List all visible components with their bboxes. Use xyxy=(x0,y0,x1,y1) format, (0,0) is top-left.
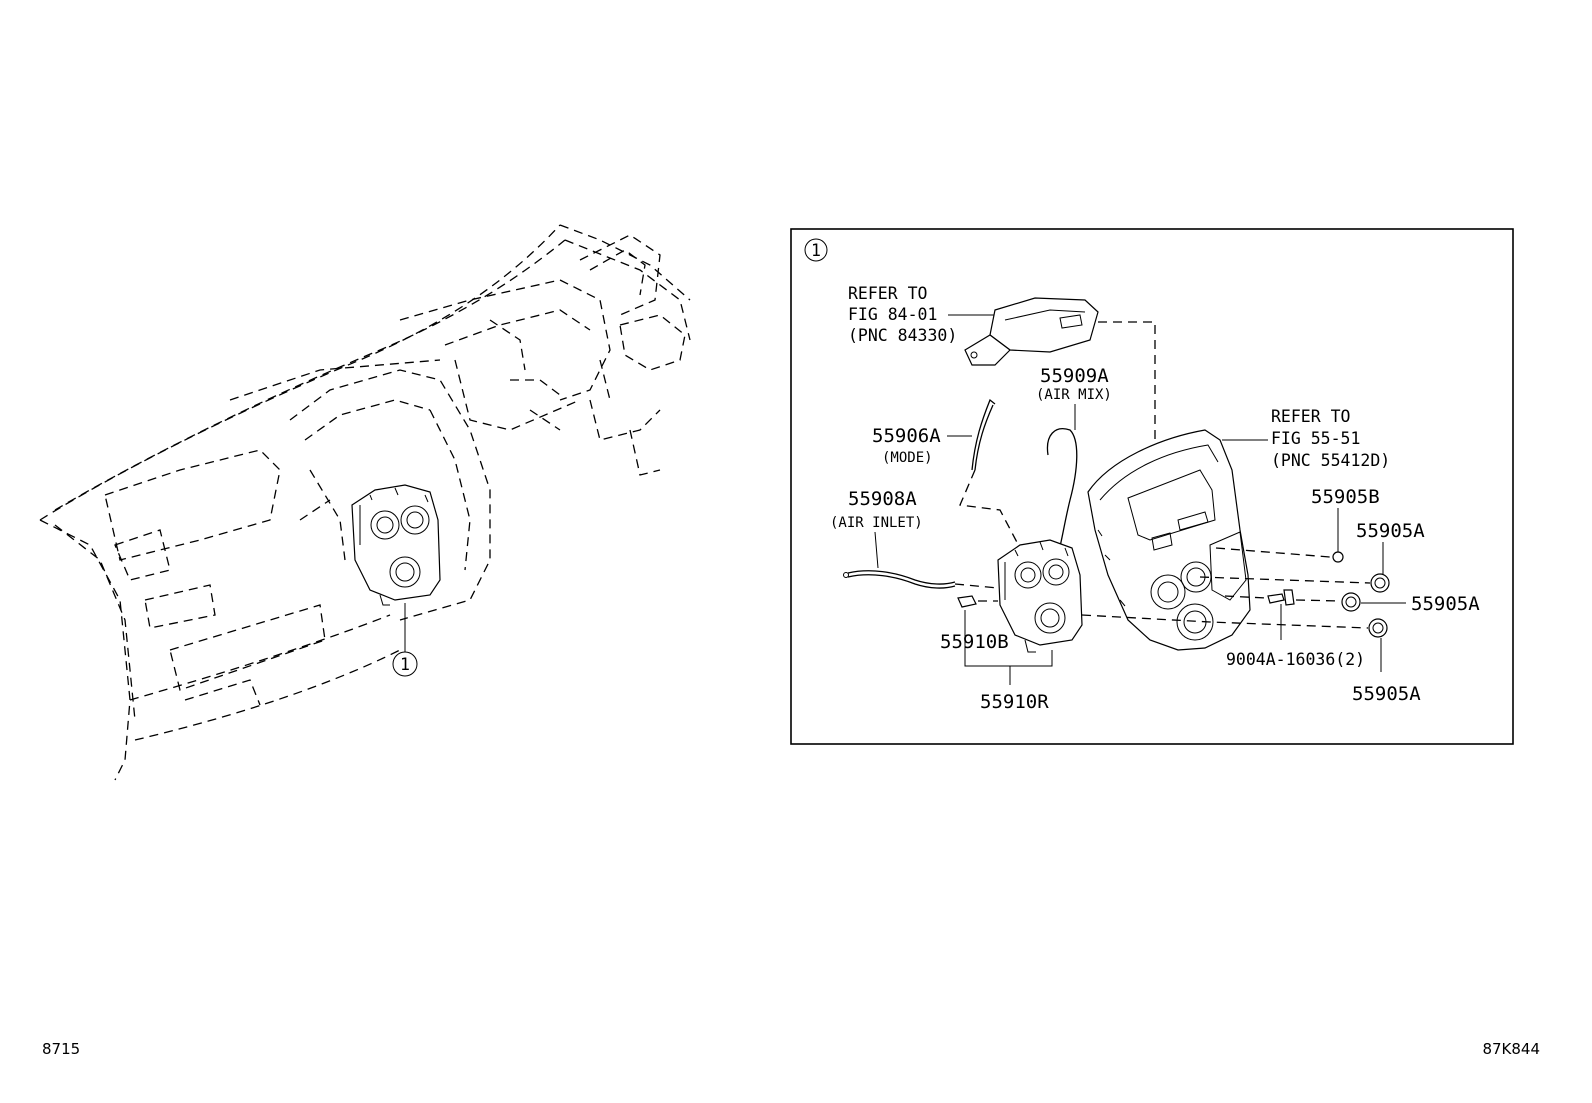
dashboard-heater-control xyxy=(351,484,441,606)
air-mix-cable xyxy=(1046,428,1078,556)
refer-a-line3: (PNC 84330) xyxy=(848,326,957,345)
knob-55905A-2 xyxy=(1341,592,1361,612)
part-55906A-sub: (MODE) xyxy=(882,450,933,466)
footer-left-code: 8715 xyxy=(42,1040,80,1058)
air-inlet-cable xyxy=(847,570,956,585)
ecu-module-part xyxy=(964,297,1099,366)
circled-number-one-icon xyxy=(804,238,828,262)
detail-frame xyxy=(790,228,1514,745)
part-9004A: 9004A-16036(2) xyxy=(1226,650,1365,669)
part-55909A: 55909A xyxy=(1040,365,1109,387)
part-55910R: 55910R xyxy=(980,691,1049,713)
mode-cable xyxy=(971,398,996,471)
knob-55905B xyxy=(1332,551,1344,563)
part-55908A: 55908A xyxy=(848,488,917,510)
knob-55905A-3 xyxy=(1368,618,1388,638)
part-55905B: 55905B xyxy=(1311,486,1380,508)
part-55905A-3: 55905A xyxy=(1352,683,1421,705)
knob-55905A-1 xyxy=(1370,573,1390,593)
center-panel-part xyxy=(1087,429,1251,651)
part-55910B: 55910B xyxy=(940,631,1009,653)
refer-b-line1: REFER TO xyxy=(1271,407,1350,426)
part-55909A-sub: (AIR MIX) xyxy=(1036,387,1112,403)
detail-box: 1 REFER TO FIG 84-01 (PNC 84330) 55909A … xyxy=(790,228,1514,745)
dashboard-illustration: 1 xyxy=(39,224,691,781)
callout-number: 1 xyxy=(400,655,410,674)
heater-control-unit xyxy=(997,539,1083,653)
detail-callout-number: 1 xyxy=(811,241,821,260)
screw-part xyxy=(1267,589,1295,606)
part-55908A-sub: (AIR INLET) xyxy=(830,515,923,531)
part-55906A: 55906A xyxy=(872,425,941,447)
refer-a-line2: FIG 84-01 xyxy=(848,305,937,324)
footer-right-code: 87K844 xyxy=(1482,1040,1540,1058)
bulb-part xyxy=(957,595,977,608)
refer-b-line3: (PNC 55412D) xyxy=(1271,451,1390,470)
part-55905A-2: 55905A xyxy=(1411,593,1480,615)
refer-a-line1: REFER TO xyxy=(848,284,927,303)
part-55905A-1: 55905A xyxy=(1356,520,1425,542)
circled-number-one-icon xyxy=(392,651,418,677)
refer-b-line2: FIG 55-51 xyxy=(1271,429,1360,448)
